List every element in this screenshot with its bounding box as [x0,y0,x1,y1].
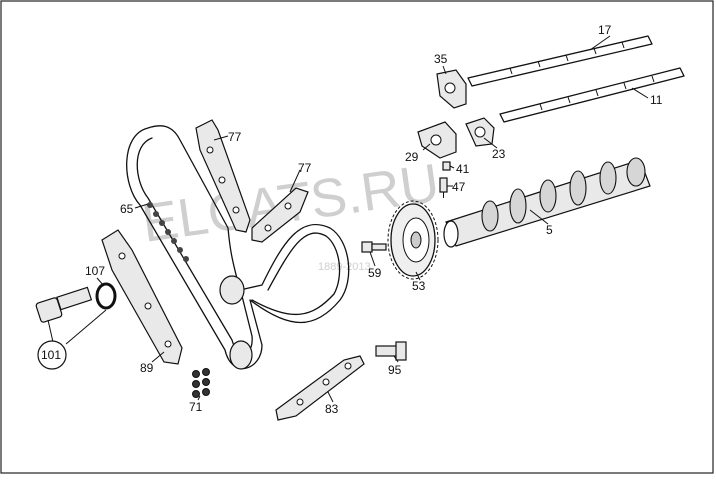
callout-11: 11 [650,93,663,107]
rocker-shaft-11 [499,67,685,123]
chain-links [147,202,189,262]
callout-41: 41 [456,162,470,176]
tensioner-rail-89 [101,229,183,365]
callout-83: 83 [325,402,339,416]
guide-pin-95 [375,341,407,361]
guide-rail-77-top [195,119,251,233]
rocker-arm-35 [436,69,467,109]
callout-65: 65 [120,202,134,216]
rocker-arm-23 [465,117,495,147]
bolt-59 [361,241,387,253]
callout-101: 101 [41,348,61,362]
valve-part-47 [439,177,448,198]
callout-77-right: 77 [298,161,312,175]
callout-5: 5 [546,223,553,237]
callout-59: 59 [368,266,382,280]
guide-rail-83 [275,355,365,421]
guide-rail-77-right [251,187,309,243]
sprocket-53 [387,200,439,280]
timing-chain-65 [126,125,350,370]
callout-89: 89 [140,361,154,375]
rocker-arm-29 [417,121,457,159]
callout-71: 71 [189,400,203,414]
valve-part-41 [442,161,451,171]
callout-77-top: 77 [228,130,242,144]
callout-17: 17 [598,23,612,37]
callout-95: 95 [388,363,402,377]
callout-35: 35 [434,52,448,66]
callout-23: 23 [492,147,506,161]
callout-circle-101 [37,340,67,370]
callout-29: 29 [405,150,419,164]
callout-107: 107 [85,264,105,278]
chain-tensioner-101 [35,286,93,323]
callout-53: 53 [412,279,426,293]
leader-lines [47,35,649,403]
seal-ring-107 [95,282,117,310]
watermark-subtext: 1889-2013 [318,261,371,273]
chain-link-71 [192,368,210,398]
camshaft-5 [443,157,651,248]
callout-47: 47 [452,180,466,194]
rocker-shaft-17 [467,35,653,87]
